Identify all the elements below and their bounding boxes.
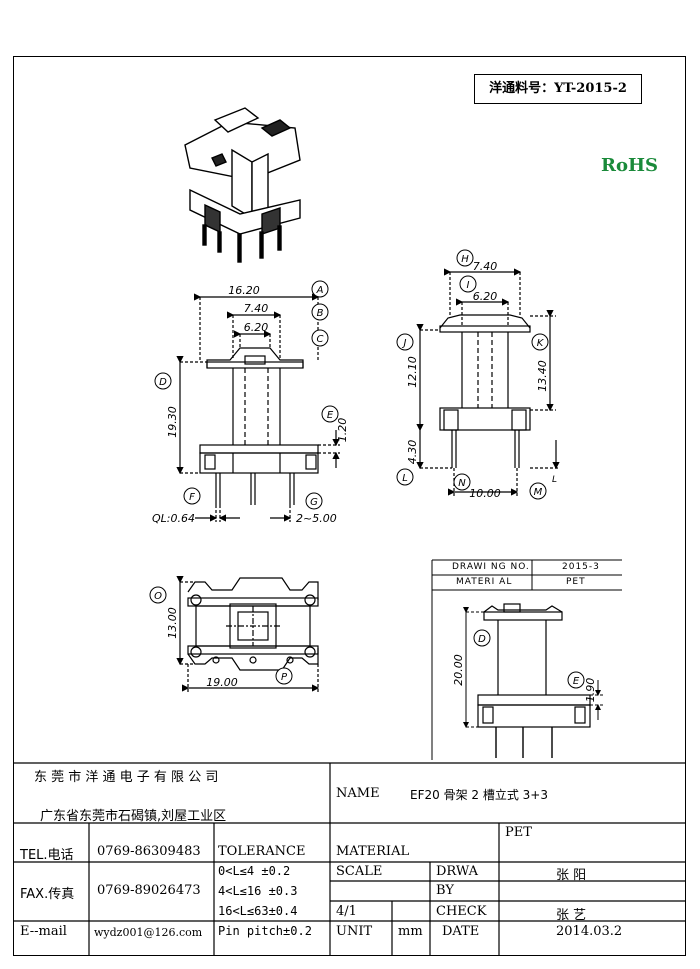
tolerance-label: TOLERANCE xyxy=(218,844,306,859)
detail-view-callouts: D E xyxy=(473,629,585,689)
company-name: 东 莞 市 洋 通 电 子 有 限 公 司 xyxy=(34,770,219,785)
email-label: E--mail xyxy=(20,924,67,939)
detail-drawing-no-value: 2015-3 xyxy=(562,562,600,572)
callout-g: G xyxy=(310,497,318,508)
side-view-labels: 7.40 6.20 12.10 13.40 4.30 10.00 xyxy=(406,260,549,500)
front-view-labels: 16.20 7.40 6.20 19.30 1.20 QL:0.64 2~5.0… xyxy=(152,284,349,525)
unit-value: mm xyxy=(398,924,423,939)
tolerance-line-4: Pin pitch±0.2 xyxy=(218,924,312,938)
part-number-box: 洋通料号：YT-2015-2 xyxy=(474,74,642,104)
name-label: NAME xyxy=(336,786,380,801)
rohs-mark: RoHS xyxy=(601,155,658,176)
dim-4-30: 4.30 xyxy=(406,440,419,465)
dim-6-20: 6.20 xyxy=(244,321,269,334)
callout-b: B xyxy=(317,308,324,319)
isometric-view xyxy=(184,107,301,263)
dim-l-mark: L xyxy=(552,475,557,485)
dim-1-20: 1.20 xyxy=(336,418,349,443)
drawing-sheet-border xyxy=(13,56,686,956)
callout-i: I xyxy=(467,280,470,291)
callout-n: N xyxy=(458,478,466,489)
dim-19-30: 19.30 xyxy=(166,406,179,438)
check-value: 张 艺 xyxy=(556,908,587,923)
callout-d: D xyxy=(159,377,167,388)
dim-7-40: 7.40 xyxy=(244,302,269,315)
material-value: PET xyxy=(505,825,532,840)
date-value: 2014.03.2 xyxy=(556,924,623,939)
drawn-by-label-1: DRWA xyxy=(436,864,479,879)
dim-side-6-20: 6.20 xyxy=(473,290,498,303)
drawn-by-value: 张 阳 xyxy=(556,868,587,883)
dim-side-7-40: 7.40 xyxy=(473,260,498,273)
front-view xyxy=(176,293,340,522)
top-view-labels: 13.00 19.00 xyxy=(166,607,238,689)
fax-label: FAX.传真 xyxy=(20,887,75,902)
detail-view-labels: 20.00 1.90 xyxy=(452,654,597,702)
tolerance-line-2: 4<L≤16 ±0.3 xyxy=(218,884,298,898)
front-view-callouts: A B C D E F G xyxy=(154,280,339,510)
callout-f: F xyxy=(189,492,195,503)
callout-detail-d: D xyxy=(478,634,486,645)
side-view-callouts: H I J K L N M L xyxy=(396,249,557,500)
scale-value: 4/1 xyxy=(336,904,357,919)
top-view-callouts: O P xyxy=(149,586,293,685)
detail-material-value: PET xyxy=(566,577,586,587)
tel-label: TEL.电话 xyxy=(20,848,74,863)
name-value: EF20 骨架 2 槽立式 3+3 xyxy=(410,788,548,802)
unit-label: UNIT xyxy=(336,924,373,939)
callout-o: O xyxy=(154,591,162,602)
top-view xyxy=(176,576,320,692)
callout-c: C xyxy=(317,334,324,345)
title-block-grid xyxy=(13,762,686,956)
date-label: DATE xyxy=(442,924,480,939)
callout-h: H xyxy=(461,254,469,265)
callout-p: P xyxy=(281,672,288,683)
dim-pitch: 2~5.00 xyxy=(296,512,337,525)
callout-j: J xyxy=(402,338,407,349)
fax-value: 0769-89026473 xyxy=(97,883,201,898)
callout-a: A xyxy=(316,285,324,296)
dim-10-00: 10.00 xyxy=(469,487,501,500)
detail-material-label: MATERI AL xyxy=(456,577,513,587)
callout-e: E xyxy=(327,410,334,421)
dim-ql-0-64: QL:0.64 xyxy=(152,512,195,525)
dim-13-40: 13.40 xyxy=(536,360,549,392)
company-address: 广东省东莞市石碣镇,刘屋工业区 xyxy=(40,809,227,824)
callout-m: M xyxy=(534,487,543,498)
dim-20-00: 20.00 xyxy=(452,654,465,686)
tolerance-line-3: 16<L≤63±0.4 xyxy=(218,904,298,918)
detail-drawing-no-label: DRAWI NG NO. xyxy=(452,562,530,572)
scale-label: SCALE xyxy=(336,864,383,879)
callout-k: K xyxy=(537,338,545,349)
tel-value: 0769-86309483 xyxy=(97,844,201,859)
dim-1-90: 1.90 xyxy=(584,678,597,703)
material-label: MATERIAL xyxy=(336,844,410,859)
drawn-by-label-2: BY xyxy=(436,883,454,898)
email-value: wydz001@126.com xyxy=(94,926,203,939)
dim-13-00: 13.00 xyxy=(166,607,179,639)
dim-19-00: 19.00 xyxy=(206,676,238,689)
check-label: CHECK xyxy=(436,904,487,919)
tolerance-line-1: 0<L≤4 ±0.2 xyxy=(218,864,291,878)
detail-view xyxy=(431,559,622,760)
dim-12-10: 12.10 xyxy=(406,356,419,388)
callout-l: L xyxy=(402,473,408,484)
side-view xyxy=(416,268,560,496)
dim-16-20: 16.20 xyxy=(228,284,260,297)
callout-detail-e: E xyxy=(573,676,580,687)
